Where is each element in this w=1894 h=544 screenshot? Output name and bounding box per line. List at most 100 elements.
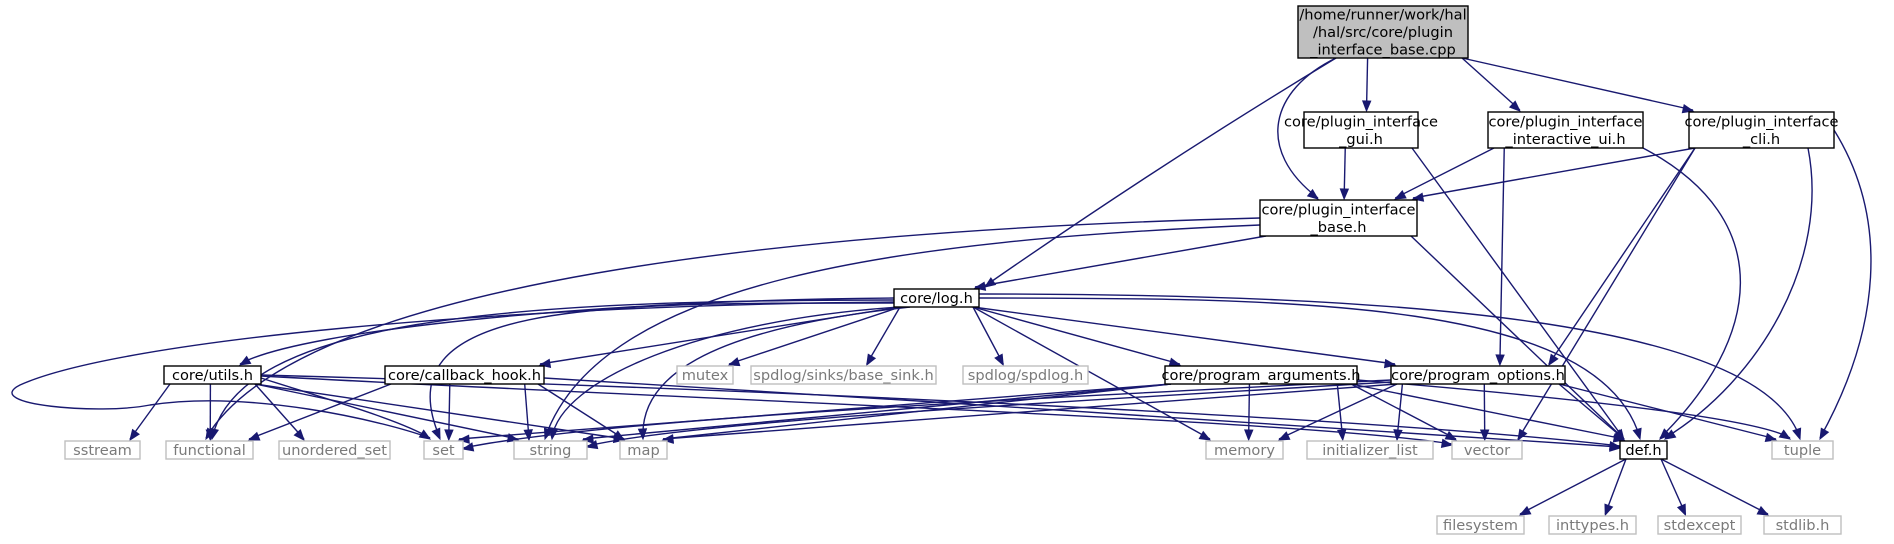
edge-root-to-base bbox=[1277, 57, 1337, 200]
edge-progargs-to-initializer_list bbox=[1336, 383, 1347, 442]
node-stdexcept[interactable]: stdexcept bbox=[1657, 515, 1742, 535]
node-label: core/program_options.h bbox=[1391, 367, 1565, 384]
edge-progargs-to-memory bbox=[1244, 383, 1254, 442]
arrowhead bbox=[1604, 503, 1614, 517]
edge-root-to-gui bbox=[1361, 57, 1372, 113]
node-label: _interactive_ui.h bbox=[1504, 131, 1625, 148]
node-label: initializer_list bbox=[1322, 442, 1418, 459]
node-callback[interactable]: core/callback_hook.h bbox=[384, 365, 545, 385]
arrowhead bbox=[431, 427, 441, 441]
edge-progargs-to-tuple bbox=[1356, 379, 1792, 440]
node-utils[interactable]: core/utils.h bbox=[163, 365, 262, 385]
node-box bbox=[1451, 440, 1523, 460]
edge-progopts-to-def bbox=[1558, 383, 1626, 441]
node-box bbox=[1164, 365, 1358, 385]
node-stdlib[interactable]: stdlib.h bbox=[1763, 515, 1842, 535]
node-tuple[interactable]: tuple bbox=[1771, 440, 1834, 460]
node-vector[interactable]: vector bbox=[1451, 440, 1523, 460]
arrowhead bbox=[1440, 438, 1454, 448]
arrowhead bbox=[457, 434, 470, 444]
node-label: set bbox=[432, 442, 455, 459]
node-label: core/plugin_interface bbox=[1261, 201, 1415, 218]
edge-progopts-to-initializer_list bbox=[1393, 383, 1404, 442]
edge-cli-to-progopts bbox=[1548, 147, 1696, 367]
arrowhead bbox=[994, 353, 1004, 367]
node-progopts[interactable]: core/program_options.h bbox=[1390, 365, 1566, 385]
arrowhead bbox=[293, 428, 305, 442]
node-functional[interactable]: functional bbox=[165, 440, 254, 460]
node-unordered_set[interactable]: unordered_set bbox=[278, 440, 391, 460]
edge-base-to-def bbox=[1410, 235, 1625, 441]
node-base[interactable]: core/plugin_interface_base.h bbox=[1259, 199, 1418, 237]
node-filesystem[interactable]: filesystem bbox=[1436, 515, 1525, 535]
node-label: core/plugin_interface bbox=[1488, 113, 1642, 130]
edge-gui-to-def bbox=[1411, 147, 1625, 442]
arrowhead bbox=[1663, 429, 1677, 440]
node-box bbox=[676, 365, 734, 385]
node-box bbox=[1619, 440, 1668, 460]
node-interactive[interactable]: core/plugin_interface_interactive_ui.h bbox=[1487, 111, 1644, 149]
arrowhead bbox=[247, 431, 261, 441]
node-label: functional bbox=[173, 442, 246, 459]
edge-callback-to-string bbox=[523, 383, 533, 442]
edge-cli-to-tuple bbox=[1819, 129, 1872, 441]
node-label: memory bbox=[1214, 442, 1275, 459]
edge-progopts-to-string bbox=[585, 381, 1392, 450]
node-label: stdlib.h bbox=[1776, 517, 1830, 534]
edge-def-to-inttypes bbox=[1604, 458, 1627, 517]
node-string[interactable]: string bbox=[513, 440, 588, 460]
edge-cli-to-base bbox=[1411, 147, 1696, 202]
node-gui[interactable]: core/plugin_interface_gui.h bbox=[1284, 111, 1438, 149]
edge-log-to-basesink bbox=[866, 306, 901, 367]
arrowhead bbox=[1411, 192, 1425, 202]
edge-progopts-to-tuple bbox=[1558, 383, 1778, 442]
edge-utils-to-vector bbox=[260, 375, 1454, 448]
edge-interactive-to-progopts bbox=[1495, 147, 1505, 367]
node-sstream[interactable]: sstream bbox=[64, 440, 141, 460]
edge-log-to-spdlog bbox=[972, 306, 1004, 367]
node-box bbox=[1259, 199, 1418, 237]
arrowhead bbox=[1609, 442, 1622, 452]
node-box bbox=[750, 365, 937, 385]
node-box bbox=[1306, 440, 1434, 460]
node-cli[interactable]: core/plugin_interface_cli.h bbox=[1684, 111, 1839, 149]
node-memory[interactable]: memory bbox=[1205, 440, 1284, 460]
arrowhead bbox=[973, 281, 987, 291]
edge-progopts-to-memory bbox=[1277, 383, 1398, 441]
arrowhead bbox=[581, 434, 594, 444]
edge-root-to-log bbox=[983, 57, 1337, 288]
node-label: stdexcept bbox=[1664, 517, 1736, 534]
node-progargs[interactable]: core/program_arguments.h bbox=[1162, 365, 1361, 385]
node-def[interactable]: def.h bbox=[1619, 440, 1668, 460]
edge-progopts-to-set bbox=[461, 379, 1392, 452]
node-box bbox=[165, 440, 254, 460]
node-log[interactable]: core/log.h bbox=[893, 288, 980, 308]
node-box bbox=[1688, 111, 1835, 149]
arrowhead bbox=[1756, 505, 1770, 516]
node-spdlog[interactable]: spdlog/spdlog.h bbox=[962, 365, 1089, 385]
node-box bbox=[1297, 5, 1469, 59]
node-label: tuple bbox=[1784, 442, 1821, 459]
node-basesink[interactable]: spdlog/sinks/base_sink.h bbox=[750, 365, 937, 385]
arrowhead bbox=[1444, 430, 1458, 441]
edge-log-to-set-loop bbox=[11, 301, 895, 439]
node-set[interactable]: set bbox=[423, 440, 464, 460]
edge-def-to-stdexcept bbox=[1660, 458, 1687, 517]
node-box bbox=[1436, 515, 1525, 535]
edge-utils-to-sstream bbox=[129, 383, 171, 442]
edge-progopts-to-vector bbox=[1479, 383, 1490, 442]
node-map[interactable]: map bbox=[619, 440, 668, 460]
node-inttypes[interactable]: inttypes.h bbox=[1548, 515, 1637, 535]
node-box bbox=[64, 440, 141, 460]
arrowhead bbox=[1361, 100, 1372, 113]
edge-progopts-to-map bbox=[661, 383, 1398, 444]
node-root[interactable]: /home/runner/work/hal/hal/src/core/plugi… bbox=[1297, 5, 1469, 59]
edge-log-to-progargs bbox=[972, 306, 1182, 367]
node-label: /hal/src/core/plugin bbox=[1313, 24, 1453, 41]
arrowhead bbox=[238, 355, 252, 366]
arrowhead bbox=[1548, 353, 1559, 367]
edge-log-to-tuple bbox=[978, 293, 1802, 441]
node-mutex[interactable]: mutex bbox=[676, 365, 734, 385]
node-initializer_list[interactable]: initializer_list bbox=[1306, 440, 1434, 460]
node-box bbox=[278, 440, 391, 460]
